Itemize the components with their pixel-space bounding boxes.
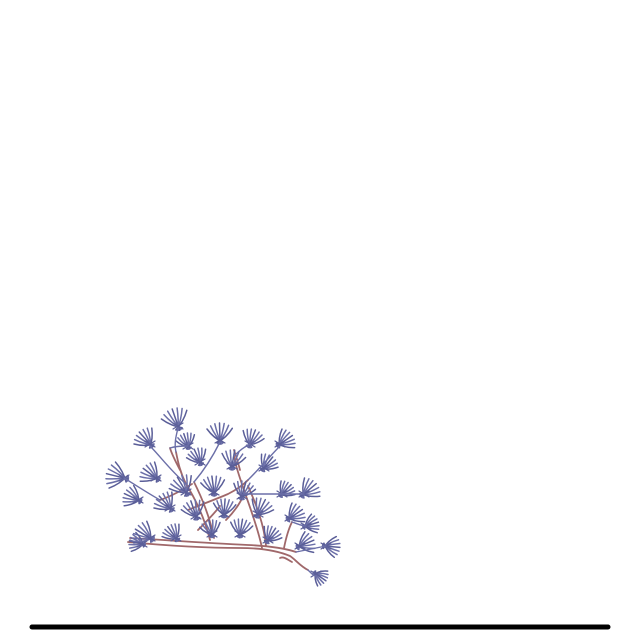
tuft-node	[194, 458, 206, 466]
tuft-node	[180, 488, 192, 496]
tuft-node	[294, 542, 306, 550]
pine-bush-icon	[105, 407, 341, 587]
tuft-node	[310, 570, 322, 578]
tuft-node	[206, 530, 218, 538]
tuft-node	[218, 510, 230, 518]
needle-stem	[193, 441, 221, 483]
tuft-node	[274, 440, 286, 448]
needle-stroke	[185, 433, 196, 450]
tuft-node	[214, 436, 226, 444]
needle-stroke	[183, 475, 192, 497]
needle-stroke	[220, 504, 237, 518]
branch-strand	[129, 537, 297, 553]
tuft-node	[150, 474, 162, 482]
needle-stroke	[197, 448, 207, 466]
branch-strand	[279, 556, 293, 563]
tuft-node	[252, 510, 264, 518]
tuft-node	[262, 536, 274, 544]
needle-stem	[149, 445, 187, 485]
needle-stroke	[114, 461, 127, 483]
branch-strand	[169, 447, 181, 471]
needle-stroke	[135, 531, 145, 548]
needle-stem	[123, 477, 161, 501]
needle-stem	[174, 427, 179, 453]
tuft-node	[132, 496, 144, 504]
tuft-node	[172, 422, 184, 430]
needle-stroke	[210, 479, 226, 496]
needle-stem	[295, 545, 327, 553]
tuft-node	[164, 504, 176, 512]
tuft-node	[144, 440, 156, 448]
tuft-node	[226, 462, 238, 470]
needle-stem	[247, 445, 281, 481]
tuft-node	[190, 512, 202, 520]
needle-stroke	[314, 570, 319, 587]
tuft-node	[234, 530, 246, 538]
branch-strand	[127, 541, 309, 571]
tuft-node	[284, 514, 296, 522]
needle-stroke	[216, 427, 234, 444]
tuft-node	[170, 534, 182, 542]
needle-stroke	[168, 491, 173, 513]
needle-stem	[307, 569, 317, 577]
needle-stroke	[132, 484, 140, 505]
needle-stem	[233, 443, 251, 457]
needle-stem	[291, 521, 307, 527]
branch-strand	[283, 521, 293, 549]
needle-stroke	[146, 520, 152, 543]
needle-stroke	[209, 521, 221, 538]
needle-stem	[129, 539, 149, 543]
needle-stem	[169, 445, 189, 449]
needle-stroke	[193, 501, 205, 521]
needle-stroke	[174, 523, 180, 543]
tuft-node	[208, 488, 220, 496]
needle-stroke	[175, 409, 188, 431]
needle-stroke	[153, 461, 158, 483]
